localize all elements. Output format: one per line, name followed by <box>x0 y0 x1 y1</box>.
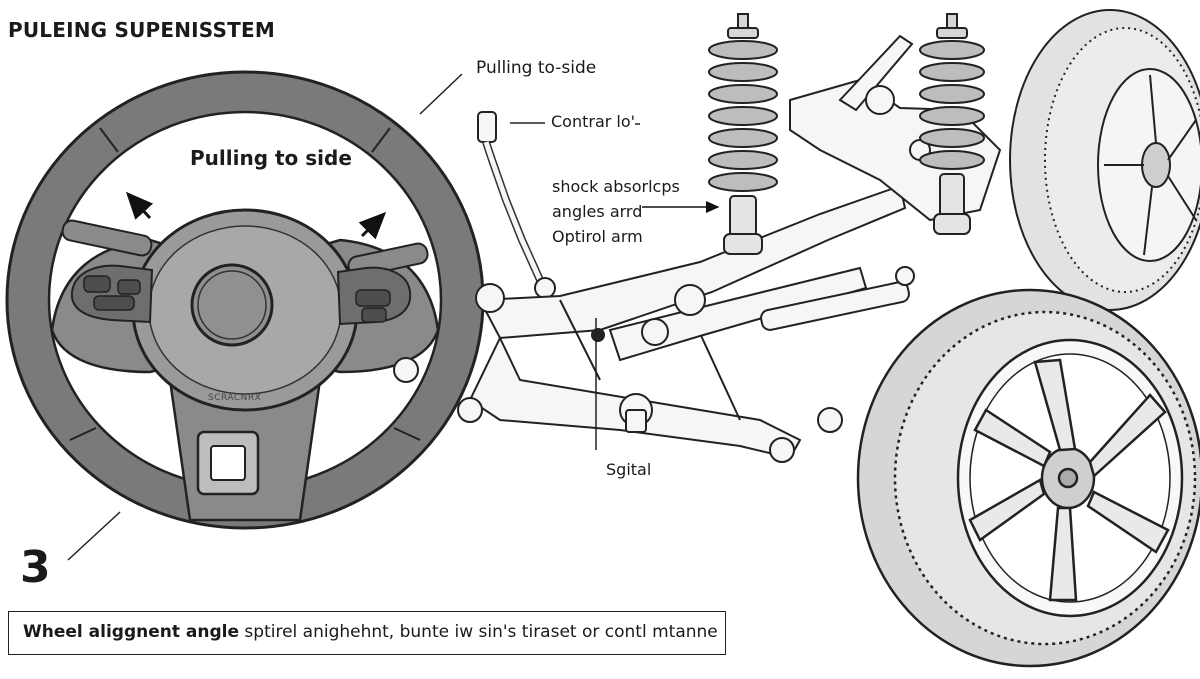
airbag-icon <box>190 263 274 347</box>
coil-spring-icon <box>708 13 778 255</box>
shock-label-line-2: angles arrd <box>552 202 643 221</box>
arrow-up-right-icon <box>358 211 387 240</box>
control-link-label: Contrar lo' <box>551 112 636 131</box>
wheel-brand-text: SCRACNRX <box>208 393 262 403</box>
coil-spring-icon <box>919 13 985 235</box>
shock-label-line-1: shock absorlcps <box>552 177 680 196</box>
shock-absorber-label: shock absorlcps angles arrd Optirol arm <box>552 174 680 249</box>
caption-bold: Wheel aliggnent angle <box>23 622 240 642</box>
pulling-to-side-label: Pulling to-side <box>476 58 597 78</box>
caption-rest: sptirel anighehnt, bunte iw sin's tirase… <box>239 622 718 642</box>
figure-number: 3 <box>20 542 51 593</box>
diagram-title: PULEING SUPENISSTEM <box>8 18 275 42</box>
caption: Wheel aliggnent angle sptirel anighehnt,… <box>23 622 718 642</box>
tire-icon <box>1009 9 1200 311</box>
steering-wheel-icon <box>5 70 485 530</box>
left-button-pad-icon <box>70 264 154 324</box>
pulling-to-side-wheel-label: Pulling to side <box>190 146 352 170</box>
caption-box: Wheel aliggnent angle sptirel anighehnt,… <box>8 611 726 655</box>
sgital-label: Sgital <box>606 460 652 479</box>
shock-label-line-3: Optirol arm <box>552 227 643 246</box>
right-button-pad-icon <box>336 266 412 326</box>
tire-icon <box>856 288 1200 668</box>
arrow-up-left-icon <box>125 191 154 220</box>
